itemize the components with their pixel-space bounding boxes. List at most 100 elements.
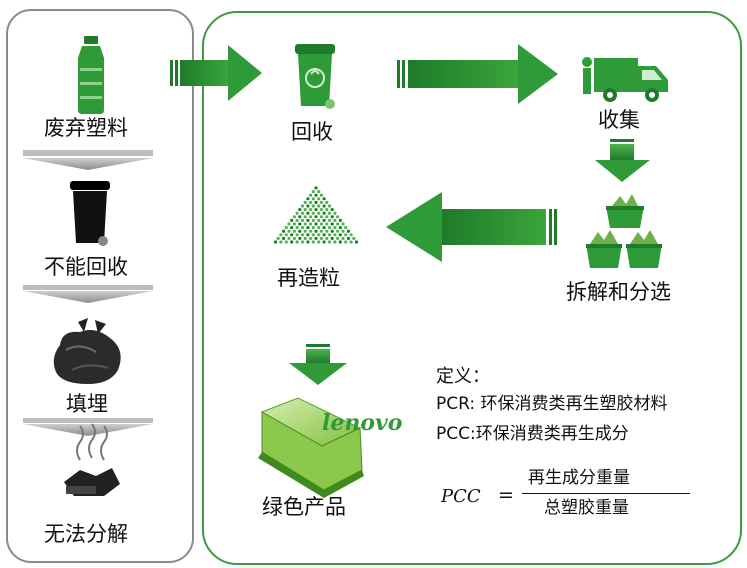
pellet-dot [311, 218, 315, 222]
pellet-dot [292, 215, 296, 219]
pellet-dot [284, 240, 288, 244]
pellet-dot [290, 226, 294, 230]
pellet-dot [273, 240, 278, 244]
pellet-dot [282, 236, 286, 240]
pellet-dot [317, 190, 321, 194]
pellet-dot [284, 226, 288, 230]
pellet-dot [327, 240, 332, 244]
pellet-dot [325, 236, 329, 240]
pellet-dot [295, 240, 299, 244]
pellet-dot [338, 240, 342, 244]
pellet-dot [314, 236, 318, 240]
black-trash-bin-icon [70, 181, 110, 246]
pellet-dot [314, 229, 318, 233]
pellet-dot [322, 240, 326, 244]
pellet-dot [327, 218, 332, 222]
formula-numerator: 再生成分重量 [528, 468, 630, 488]
pellet-dot [298, 236, 302, 240]
pellet-dot [287, 229, 291, 233]
pellet-dot [317, 233, 321, 237]
pellet-dot [325, 215, 329, 219]
pellet-dot [317, 197, 321, 201]
pellet-dot [322, 218, 326, 222]
pellet-dot [319, 222, 323, 226]
pellet-dot [300, 204, 305, 208]
pellet-dot [341, 229, 345, 233]
pellet-dot [322, 197, 326, 201]
pellet-dot [327, 233, 332, 237]
label-dismantle-sort: 拆解和分选 [566, 280, 671, 304]
pellet-dot [292, 222, 296, 226]
pellet-dot [295, 226, 299, 230]
pellet-dot [300, 233, 305, 237]
definition-pcc: PCC:环保消费类再生成分 [436, 424, 629, 444]
laptop-icon [258, 397, 364, 498]
formula-equals: = [498, 484, 514, 506]
left-panel-frame [6, 9, 194, 563]
pellet-dot [287, 236, 291, 240]
pellet-dot [292, 229, 296, 233]
pellet-dot [336, 215, 340, 219]
pellet-dot [327, 226, 332, 230]
pellet-dot [282, 229, 286, 233]
pellet-dot [311, 197, 315, 201]
pellet-dot [309, 229, 313, 233]
pellet-dot [276, 236, 280, 240]
label-green-product: 绿色产品 [262, 495, 346, 519]
pellet-dot [330, 222, 334, 226]
pellet-dot [344, 240, 348, 244]
pellet-dot [325, 222, 329, 226]
pellet-dot [330, 236, 334, 240]
pellet-dot [295, 218, 299, 222]
pellet-dot [327, 204, 332, 208]
pellet-pile-icon [273, 186, 359, 244]
pellet-dot [330, 208, 334, 212]
pellet-dot [298, 229, 302, 233]
pellet-dot [311, 240, 315, 244]
pellet-dot [298, 222, 302, 226]
pellet-dot [311, 190, 315, 194]
pellet-dot [279, 240, 283, 244]
pellet-dot [317, 204, 321, 208]
pellet-dot [333, 211, 337, 215]
pellet-dot [306, 204, 310, 208]
pellet-dot [314, 208, 318, 212]
arrow-down-to-sort [595, 139, 650, 182]
pellet-dot [306, 226, 310, 230]
pellet-dot [319, 215, 323, 219]
garbage-bag-icon [53, 318, 121, 384]
pellet-dot [306, 240, 310, 244]
arrow-right-into-cycle [170, 45, 262, 101]
pellet-dot [306, 218, 310, 222]
pellet-dot [309, 200, 313, 204]
pellet-dot [300, 211, 305, 215]
pellet-dot [349, 240, 353, 244]
pellet-dot [333, 233, 337, 237]
pellet-dot [300, 240, 305, 244]
pellet-dot [338, 233, 342, 237]
burning-waste-icon [64, 423, 120, 496]
pellet-dot [309, 208, 313, 212]
pellet-dot [303, 208, 307, 212]
sorting-baskets-icon [586, 194, 662, 268]
pellet-dot [309, 193, 313, 197]
pellet-dot [284, 233, 288, 237]
pellet-dot [319, 208, 323, 212]
pellet-dot [306, 211, 310, 215]
pellet-dot [327, 211, 332, 215]
pellet-dot [309, 222, 313, 226]
pellet-dot [325, 200, 329, 204]
pellet-dot [341, 222, 345, 226]
pellet-dot [290, 233, 294, 237]
pellet-dot [319, 200, 323, 204]
pellet-dot [333, 218, 337, 222]
label-non-degradable: 无法分解 [44, 522, 128, 546]
pellet-dot [341, 236, 345, 240]
pellet-dot [279, 233, 283, 237]
label-recycle: 回收 [291, 120, 333, 144]
pellet-dot [317, 240, 321, 244]
arrow-left-to-regranulate [386, 192, 557, 262]
pellet-dot [290, 240, 294, 244]
plastic-bottle-icon [78, 36, 104, 114]
